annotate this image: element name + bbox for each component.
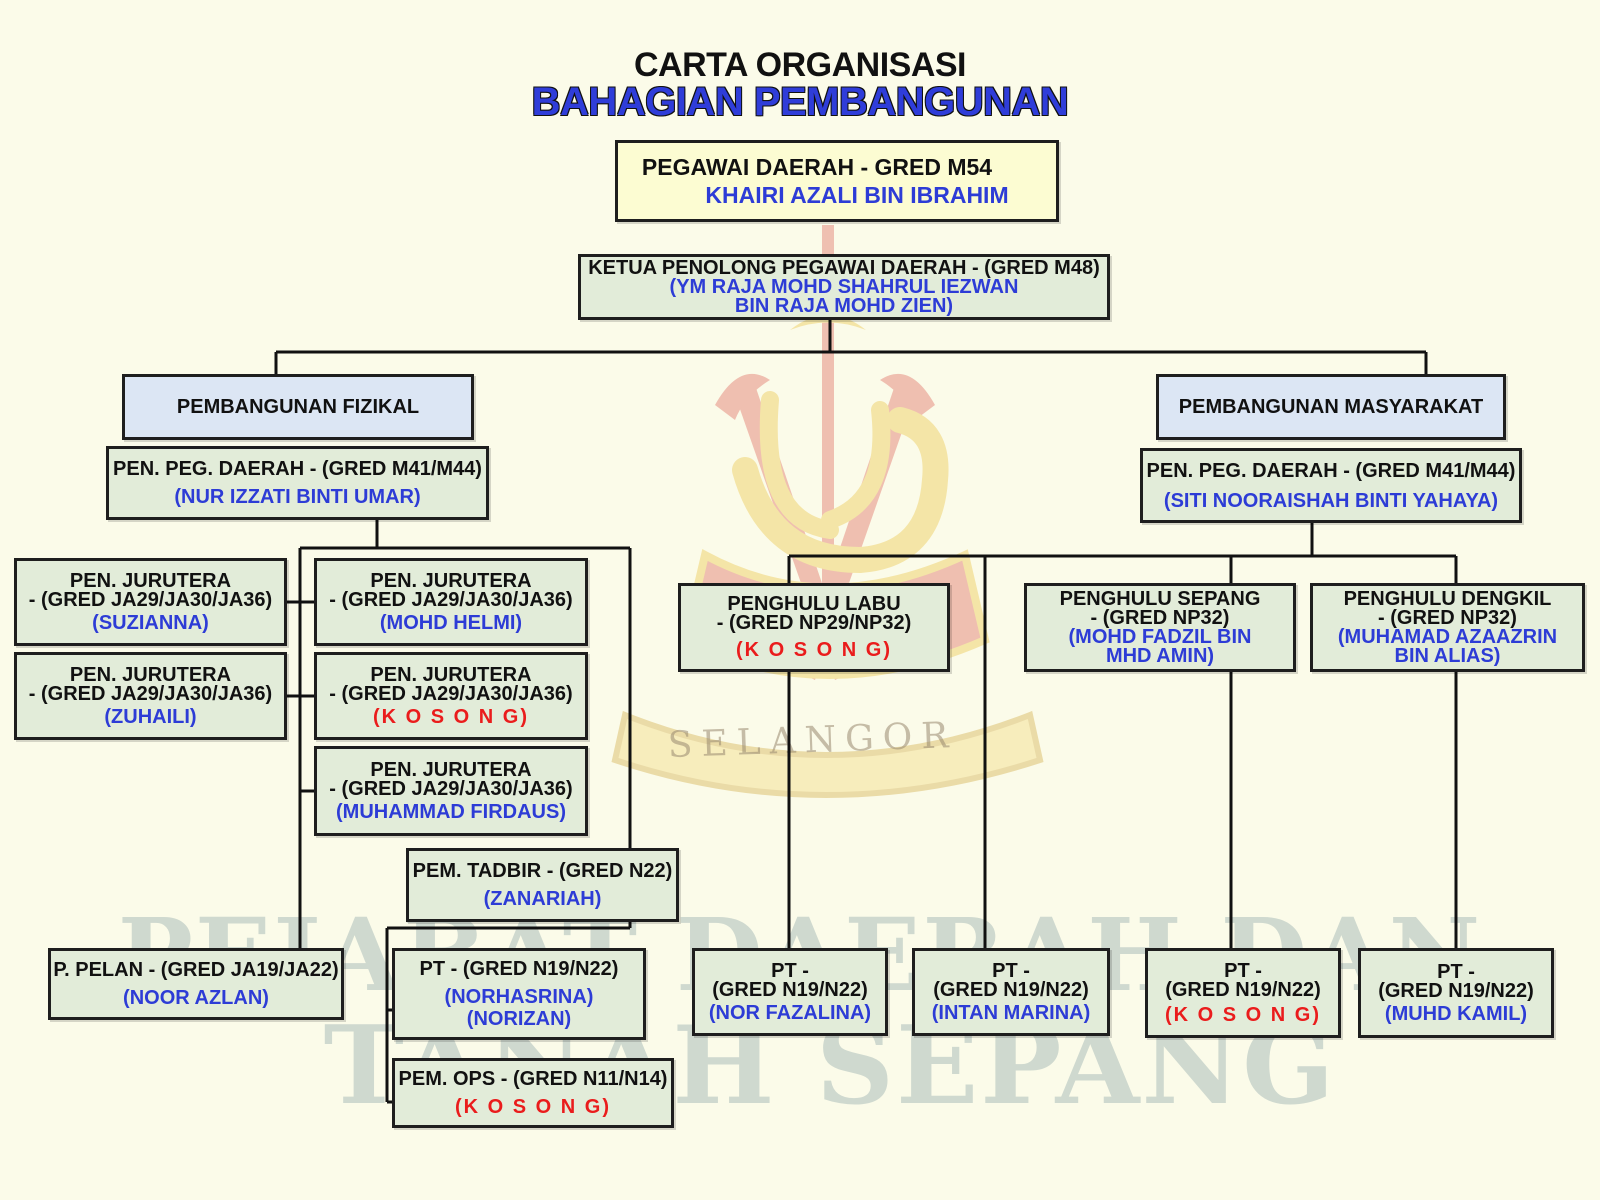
node-pt-kosong: PT - (GRED N19/N22) (K O S O N G) <box>1145 948 1341 1038</box>
node-role-line2: - (GRED JA29/JA30/JA36) <box>28 588 273 611</box>
node-role-line1: PEN. JURUTERA <box>370 569 532 592</box>
node-ketua-penolong: KETUA PENOLONG PEGAWAI DAERAH - (GRED M4… <box>578 254 1110 320</box>
unit-pembangunan-masyarakat: PEMBANGUNAN MASYARAKAT <box>1156 374 1506 440</box>
node-role-line1: PT - <box>992 959 1030 982</box>
emblem-ribbon-text: SELANGOR <box>667 715 958 766</box>
node-name-line1: (MUHAMAD AZAAZRIN <box>1337 625 1558 648</box>
node-name: (ZUHAILI) <box>104 705 197 728</box>
node-name-line1: (YM RAJA MOHD SHAHRUL IEZWAN <box>669 275 1019 298</box>
unit-label: PEMBANGUNAN FIZIKAL <box>176 396 420 418</box>
node-role-line2: - (GRED JA29/JA30/JA36) <box>28 682 273 705</box>
node-pt-fazalina: PT - (GRED N19/N22) (NOR FAZALINA) <box>692 948 888 1036</box>
node-role: PEN. PEG. DAERAH - (GRED M41/M44) <box>113 458 482 480</box>
node-penghulu-labu: PENGHULU LABU - (GRED NP29/NP32) (K O S … <box>678 583 950 672</box>
node-role-line1: PENGHULU SEPANG <box>1059 587 1261 610</box>
node-role-line2: - (GRED NP32) <box>1090 606 1230 629</box>
node-role: PEM. OPS - (GRED N11/N14) <box>398 1068 668 1090</box>
node-name-line2: (NORIZAN) <box>466 1008 572 1030</box>
node-pem-tadbir: PEM. TADBIR - (GRED N22) (ZANARIAH) <box>406 848 679 922</box>
chart-title: CARTA ORGANISASI <box>634 46 967 84</box>
node-name: (NOR FAZALINA) <box>708 1001 872 1024</box>
node-name-line2: MHD AMIN) <box>1105 644 1215 667</box>
node-role-line2: - (GRED NP29/NP32) <box>716 612 912 634</box>
node-jurutera-helmi: PEN. JURUTERA - (GRED JA29/JA30/JA36) (M… <box>314 558 588 646</box>
node-vacant-label: (K O S O N G) <box>1165 1003 1321 1026</box>
node-role-line2: - (GRED NP32) <box>1378 606 1517 629</box>
node-role-line1: PENGHULU DENGKIL <box>1343 587 1552 610</box>
chart-subtitle: BAHAGIAN PEMBANGUNAN <box>531 80 1069 124</box>
node-role: P. PELAN - (GRED JA19/JA22) <box>53 959 339 981</box>
node-penghulu-dengkil: PENGHULU DENGKIL - (GRED NP32) (MUHAMAD … <box>1310 583 1585 672</box>
node-role-line2: - (GRED JA29/JA30/JA36) <box>329 682 573 705</box>
node-role: PT - (GRED N19/N22) <box>419 958 619 980</box>
node-jurutera-zuhaili: PEN. JURUTERA - (GRED JA29/JA30/JA36) (Z… <box>14 652 287 740</box>
node-role-line2: - (GRED JA29/JA30/JA36) <box>329 777 573 800</box>
node-ppd-fizikal: PEN. PEG. DAERAH - (GRED M41/M44) (NUR I… <box>106 446 489 520</box>
node-name: (SUZIANNA) <box>92 611 209 634</box>
node-jurutera-kosong: PEN. JURUTERA - (GRED JA29/JA30/JA36) (K… <box>314 652 588 740</box>
node-role-line1: PENGHULU LABU <box>727 593 901 615</box>
node-role-line1: PEN. JURUTERA <box>370 758 532 781</box>
node-name-line2: BIN RAJA MOHD ZIEN) <box>734 294 954 317</box>
node-role-line2: - (GRED JA29/JA30/JA36) <box>329 588 573 611</box>
node-role-line2: (GRED N19/N22) <box>712 978 868 1001</box>
node-penghulu-sepang: PENGHULU SEPANG - (GRED NP32) (MOHD FADZ… <box>1024 583 1296 672</box>
node-pegawai-daerah: PEGAWAI DAERAH - GRED M54 KHAIRI AZALI B… <box>615 140 1059 222</box>
node-pt-kamil: PT - (GRED N19/N22) (MUHD KAMIL) <box>1358 948 1554 1038</box>
node-role-line1: PEN. JURUTERA <box>69 663 232 686</box>
node-name: (MUHD KAMIL) <box>1384 1002 1528 1025</box>
node-name: (NUR IZZATI BINTI UMAR) <box>174 486 421 508</box>
node-role-line2: (GRED N19/N22) <box>933 978 1089 1001</box>
node-name: (MUHAMMAD FIRDAUS) <box>336 800 566 823</box>
node-role: PEM. TADBIR - (GRED N22) <box>412 860 673 882</box>
node-role: PEN. PEG. DAERAH - (GRED M41/M44) <box>1146 459 1516 482</box>
node-name: (MOHD HELMI) <box>379 611 523 634</box>
node-role-line1: PEN. JURUTERA <box>370 663 532 686</box>
node-name-line2: BIN ALIAS) <box>1394 644 1501 667</box>
node-role-line2: (GRED N19/N22) <box>1165 978 1321 1001</box>
node-role-line1: PT - <box>1437 960 1475 983</box>
node-jurutera-suzianna: PEN. JURUTERA - (GRED JA29/JA30/JA36) (S… <box>14 558 287 646</box>
node-vacant-label: (K O S O N G) <box>455 1096 611 1118</box>
node-pt-intan: PT - (GRED N19/N22) (INTAN MARINA) <box>912 948 1110 1036</box>
node-role: PEGAWAI DAERAH - GRED M54 <box>641 154 993 180</box>
node-name: KHAIRI AZALI BIN IBRAHIM <box>705 182 1009 208</box>
node-name: (ZANARIAH) <box>483 888 602 910</box>
node-name-line1: (NORHASRINA) <box>444 986 594 1008</box>
node-ppd-masyarakat: PEN. PEG. DAERAH - (GRED M41/M44) (SITI … <box>1140 448 1522 523</box>
node-pt-fizikal: PT - (GRED N19/N22) (NORHASRINA) (NORIZA… <box>392 948 646 1040</box>
node-p-pelan: P. PELAN - (GRED JA19/JA22) (NOOR AZLAN) <box>48 948 344 1020</box>
node-vacant-label: (K O S O N G) <box>373 705 529 728</box>
node-jurutera-firdaus: PEN. JURUTERA - (GRED JA29/JA30/JA36) (M… <box>314 746 588 836</box>
node-role: KETUA PENOLONG PEGAWAI DAERAH - (GRED M4… <box>588 256 1100 279</box>
node-role-line1: PEN. JURUTERA <box>69 569 232 592</box>
unit-pembangunan-fizikal: PEMBANGUNAN FIZIKAL <box>122 374 474 440</box>
node-name: (NOOR AZLAN) <box>123 987 269 1009</box>
node-vacant-label: (K O S O N G) <box>736 639 892 661</box>
node-role-line2: (GRED N19/N22) <box>1378 979 1534 1002</box>
unit-label: PEMBANGUNAN MASYARAKAT <box>1178 396 1484 418</box>
node-role-line1: PT - <box>771 959 809 982</box>
node-name: (INTAN MARINA) <box>931 1001 1091 1024</box>
node-role-line1: PT - <box>1224 959 1262 982</box>
node-name-line1: (MOHD FADZIL BIN <box>1068 625 1252 648</box>
node-pem-ops: PEM. OPS - (GRED N11/N14) (K O S O N G) <box>392 1058 674 1128</box>
node-name: (SITI NOORAISHAH BINTI YAHAYA) <box>1163 489 1499 512</box>
